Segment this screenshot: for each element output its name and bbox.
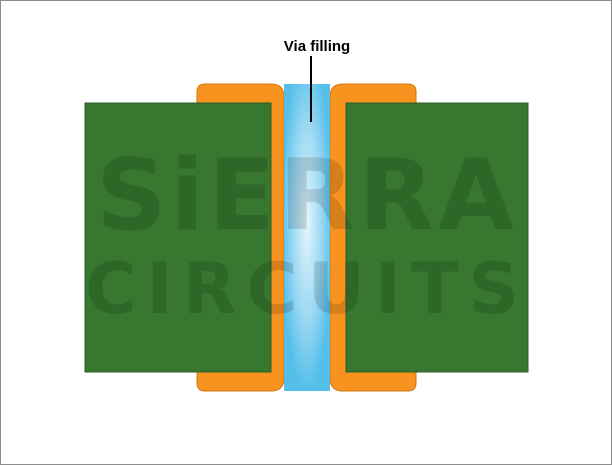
- right-substrate: [345, 102, 529, 373]
- watermark-line1: SiERRA: [96, 139, 518, 253]
- left-substrate: [84, 102, 272, 373]
- via-fill: [284, 84, 330, 391]
- right-plating: [329, 83, 417, 392]
- left-plating: [196, 83, 285, 392]
- via-filling-label: Via filling: [284, 38, 350, 55]
- watermark-line2: CIRCUITS: [85, 248, 529, 330]
- watermark-logo: SiERRA CIRCUITS: [85, 139, 529, 330]
